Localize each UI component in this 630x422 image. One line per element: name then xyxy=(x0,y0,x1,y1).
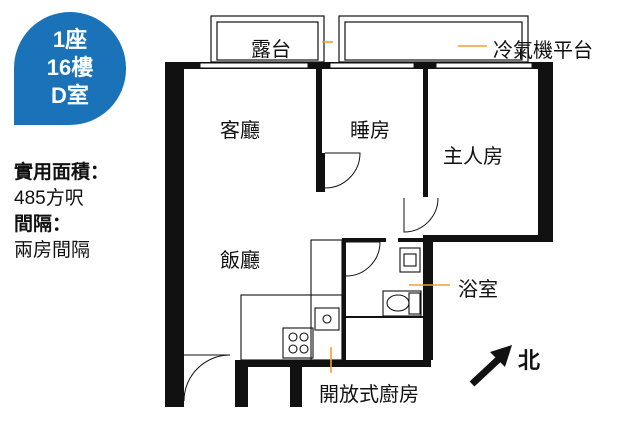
area-label: 實用面積： xyxy=(14,162,110,183)
badge-floor: 16樓 xyxy=(46,55,94,80)
room-label-kitchen: 開放式廚房 xyxy=(319,384,419,406)
unit-badge: 1座 16樓 D室 xyxy=(14,12,126,125)
layout-value: 兩房間隔 xyxy=(14,240,91,261)
layout-label: 間隔： xyxy=(14,214,72,235)
unit-info: 實用面積： 485方呎 間隔： 兩房間隔 xyxy=(14,160,109,264)
badge-block: 1座 xyxy=(52,27,88,52)
room-label-bathroom: 浴室 xyxy=(458,279,498,301)
room-label-master-bedroom: 主人房 xyxy=(443,146,503,168)
north-label: 北 xyxy=(518,348,541,373)
bathroom-fixtures xyxy=(382,247,422,317)
room-label-ac-platform: 冷氣機平台 xyxy=(493,40,593,62)
kitchen-fixtures xyxy=(240,239,343,361)
room-label-balcony: 露台 xyxy=(251,39,291,61)
room-label-bedroom: 睡房 xyxy=(350,120,390,142)
north-arrow-icon xyxy=(469,345,512,387)
door-swings xyxy=(183,152,439,402)
badge-unit: D室 xyxy=(51,83,89,108)
leader-lines xyxy=(322,41,487,373)
room-label-dining: 飯廳 xyxy=(220,250,260,272)
room-label-living: 客廳 xyxy=(220,120,260,142)
windows xyxy=(199,62,533,69)
area-value: 485方呎 xyxy=(14,188,84,209)
